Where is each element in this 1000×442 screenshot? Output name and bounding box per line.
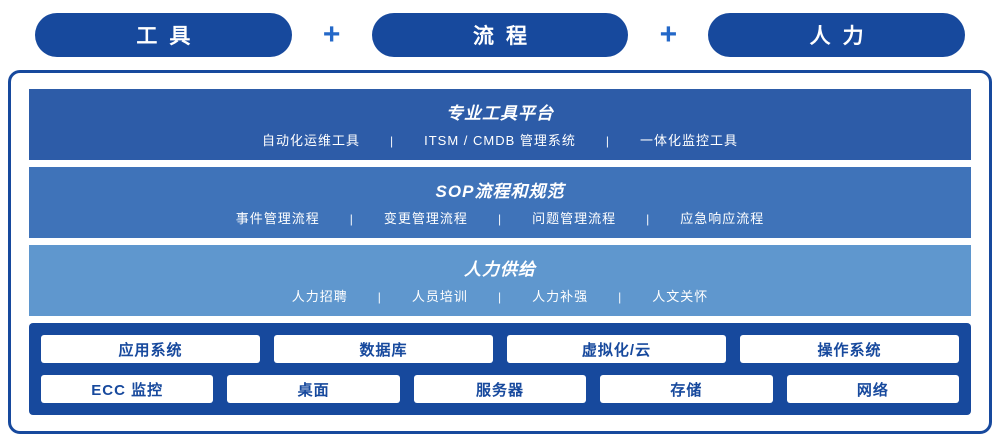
base-box-os: 操作系统 [740,335,959,363]
band-manpower-supply: 人力供给 人力招聘 | 人员培训 | 人力补强 | 人文关怀 [29,245,971,316]
band-item: ITSM / CMDB 管理系统 [424,133,576,148]
infrastructure-row-2: ECC 监控 桌面 服务器 存储 网络 [41,375,960,403]
band-item: 事件管理流程 [235,211,320,226]
pill-manpower-label: 人力 [809,25,876,48]
band-sop-process-items: 事件管理流程 | 变更管理流程 | 问题管理流程 | 应急响应流程 [29,208,971,227]
base-box-virtualization-cloud: 虚拟化/云 [507,335,726,363]
band-tools-platform-title: 专业工具平台 [446,104,554,123]
pill-process: 流程 [371,13,629,57]
band-item: 应急响应流程 [680,211,765,226]
band-tools-platform-items: 自动化运维工具 | ITSM / CMDB 管理系统 | 一体化监控工具 [29,130,971,149]
plus-icon: + [659,18,678,51]
separator: | [389,134,395,148]
base-box-server: 服务器 [413,375,587,403]
base-box-storage: 存储 [600,375,773,403]
band-item: 人力招聘 [291,289,348,304]
band-sop-process: SOP流程和规范 事件管理流程 | 变更管理流程 | 问题管理流程 | 应急响应流程 [29,167,971,238]
plus-icon: + [322,18,341,51]
separator: | [605,134,611,148]
pill-manpower: 人力 [708,13,966,57]
band-sop-process-title: SOP流程和规范 [435,182,565,201]
pill-tools-label: 工具 [136,25,203,48]
base-box-app-systems: 应用系统 [41,335,260,363]
separator: | [497,290,503,304]
infrastructure-layer: 应用系统 数据库 虚拟化/云 操作系统 ECC 监控 桌面 服务器 存储 网络 [29,323,971,415]
band-manpower-supply-items: 人力招聘 | 人员培训 | 人力补强 | 人文关怀 [29,286,971,305]
band-item: 变更管理流程 [383,211,468,226]
base-box-network: 网络 [786,375,960,403]
band-manpower-supply-title: 人力供给 [464,260,536,279]
base-box-desktop: 桌面 [227,375,400,403]
infrastructure-row-1: 应用系统 数据库 虚拟化/云 操作系统 [41,335,959,363]
band-item: 人力补强 [532,289,589,304]
separator: | [618,290,623,304]
pill-tools: 工具 [35,13,292,57]
separator: | [497,212,503,226]
base-box-database: 数据库 [274,335,493,363]
header-row: 工具 + 流程 + 人力 [0,0,1000,58]
band-item: 一体化监控工具 [640,133,739,148]
band-item: 问题管理流程 [532,211,617,226]
band-item: 人员培训 [411,289,468,304]
separator: | [646,212,651,226]
separator: | [349,212,354,226]
framework-panel: 专业工具平台 自动化运维工具|ITSM / CMDB 管理系统|一体化监控工具 … [8,70,992,434]
pill-process-label: 流程 [473,25,539,48]
band-item: 自动化运维工具 [261,133,360,148]
band-tools-platform: 专业工具平台 自动化运维工具 | ITSM / CMDB 管理系统 | 一体化监控工具 [29,89,971,160]
band-item: 人文关怀 [652,289,709,304]
base-box-ecc-monitoring: ECC 监控 [41,375,214,403]
separator: | [377,290,382,304]
